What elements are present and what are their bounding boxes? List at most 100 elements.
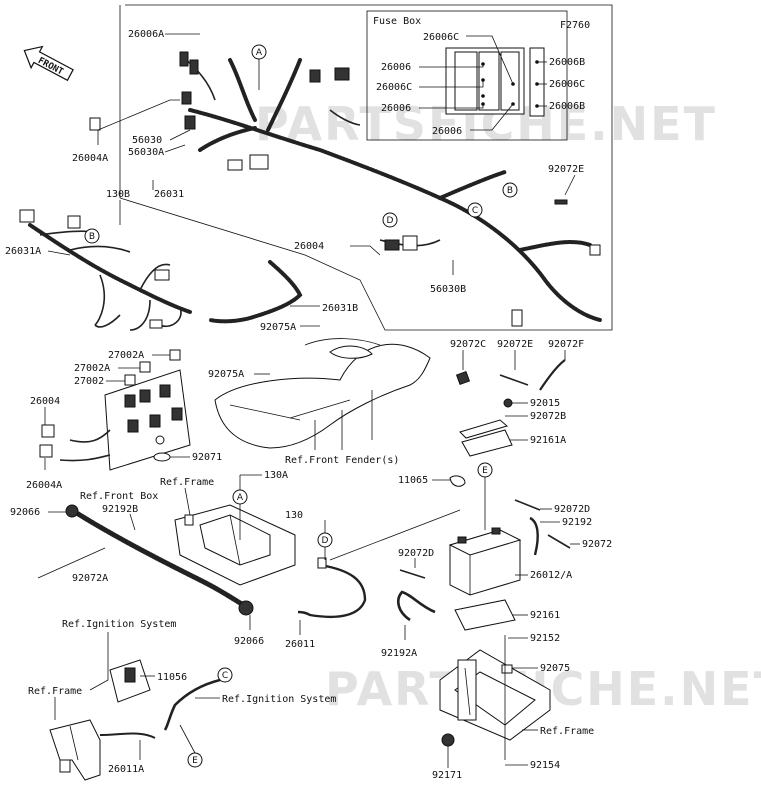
ref-frame-2: Ref.Frame bbox=[28, 686, 82, 697]
svg-text:A: A bbox=[237, 493, 244, 503]
cable-26011 bbox=[297, 563, 367, 619]
pad-92161 bbox=[454, 599, 516, 631]
label-26012: 26012/A bbox=[530, 570, 572, 581]
label-130: 130 bbox=[285, 510, 303, 521]
cable-92192b bbox=[72, 509, 248, 609]
label-11056: 11056 bbox=[157, 672, 187, 683]
label-92072d-b: 92072D bbox=[398, 548, 434, 559]
ref-frame-3: Ref.Frame bbox=[540, 726, 594, 737]
label-92066-a: 92066 bbox=[10, 507, 40, 518]
label-56030a: 56030A bbox=[128, 147, 164, 158]
callout-b-left: B bbox=[84, 228, 100, 244]
label-92072b: 92072B bbox=[530, 411, 566, 422]
label-92075a-1: 92075A bbox=[260, 322, 296, 333]
label-27002a: 27002A bbox=[108, 350, 144, 361]
label-92161a: 92161A bbox=[530, 435, 566, 446]
ref-front-box: Ref.Front Box bbox=[80, 491, 158, 502]
label-26004a-left: 26004A bbox=[26, 480, 62, 491]
label-92171: 92171 bbox=[432, 770, 462, 781]
bracket-11056 bbox=[109, 659, 151, 703]
label-27002a-b: 27002A bbox=[74, 363, 110, 374]
label-26031b: 26031B bbox=[322, 303, 358, 314]
label-26011a: 26011A bbox=[108, 764, 144, 775]
connector-26006a bbox=[179, 51, 189, 67]
label-27002: 27002 bbox=[74, 376, 104, 387]
battery-26012 bbox=[448, 527, 522, 596]
ref-frame-1: Ref.Frame bbox=[160, 477, 214, 488]
label-56030: 56030 bbox=[132, 135, 162, 146]
label-92071: 92071 bbox=[192, 452, 222, 463]
frame-section-lower bbox=[49, 719, 101, 781]
ref-ignition-2: Ref.Ignition System bbox=[222, 694, 336, 705]
main-harness-frame bbox=[119, 4, 613, 331]
figure-code: F2760 bbox=[560, 20, 590, 31]
cable-26011a bbox=[163, 678, 221, 731]
callout-e-mid: E bbox=[477, 462, 493, 478]
front-fender bbox=[214, 338, 431, 449]
label-92072a: 92072A bbox=[72, 573, 108, 584]
label-92072e: 92072E bbox=[497, 339, 533, 350]
main-harness bbox=[179, 54, 602, 322]
label-92072c: 92072C bbox=[450, 339, 486, 350]
label-92161: 92161 bbox=[530, 610, 560, 621]
battery-tray bbox=[439, 649, 551, 747]
label-92192: 92192 bbox=[562, 517, 592, 528]
front-box-panel bbox=[59, 369, 191, 471]
callout-d-top: D bbox=[382, 212, 398, 228]
front-arrow-icon: FRONT bbox=[23, 45, 74, 82]
label-92066-b: 92066 bbox=[234, 636, 264, 647]
fb-label-26006b-2: 26006B bbox=[549, 101, 585, 112]
fuse-block bbox=[445, 47, 545, 117]
label-92075: 92075 bbox=[540, 663, 570, 674]
label-92192a: 92192A bbox=[381, 648, 417, 659]
fb-label-26006c-1: 26006C bbox=[423, 32, 459, 43]
svg-text:C: C bbox=[222, 671, 228, 681]
fuse-box-frame bbox=[366, 10, 568, 141]
label-26004-left: 26004 bbox=[30, 396, 60, 407]
fb-label-26006-3: 26006 bbox=[432, 126, 462, 137]
label-92015: 92015 bbox=[530, 398, 560, 409]
svg-text:D: D bbox=[387, 216, 394, 226]
label-92072e-top: 92072E bbox=[548, 164, 584, 175]
ref-ignition-1: Ref.Ignition System bbox=[62, 619, 176, 630]
fb-label-26006c-2: 26006C bbox=[376, 82, 412, 93]
label-92072: 92072 bbox=[582, 539, 612, 550]
label-92072d-a: 92072D bbox=[554, 504, 590, 515]
callout-c-top: C bbox=[467, 202, 483, 218]
label-92072f: 92072F bbox=[548, 339, 584, 350]
label-26031a: 26031A bbox=[5, 246, 41, 257]
svg-text:B: B bbox=[89, 232, 95, 242]
connector-26004a-top bbox=[89, 117, 101, 131]
frame-section-a bbox=[174, 504, 296, 586]
label-26004-mid: 26004 bbox=[294, 241, 324, 252]
fb-label-26006c-3: 26006C bbox=[549, 79, 585, 90]
svg-text:D: D bbox=[322, 536, 329, 546]
label-92192b: 92192B bbox=[102, 504, 138, 515]
fuse-box-title: Fuse Box bbox=[373, 16, 421, 27]
label-56030b: 56030B bbox=[430, 284, 466, 295]
label-92154: 92154 bbox=[530, 760, 560, 771]
svg-text:C: C bbox=[472, 206, 478, 216]
label-11065: 11065 bbox=[398, 475, 428, 486]
callout-e-bottom: E bbox=[187, 752, 203, 768]
callout-a-top: A bbox=[251, 44, 267, 60]
callout-b-top: B bbox=[502, 182, 518, 198]
callout-d-mid: D bbox=[317, 532, 333, 548]
harness-26031b bbox=[208, 260, 303, 324]
label-26004a-top: 26004A bbox=[72, 153, 108, 164]
label-130b: 130B bbox=[106, 189, 130, 200]
ref-front-fender: Ref.Front Fender(s) bbox=[285, 455, 399, 466]
fb-label-26006b-1: 26006B bbox=[549, 57, 585, 68]
label-92075a-2: 92075A bbox=[208, 369, 244, 380]
callout-a-mid: A bbox=[232, 489, 248, 505]
svg-text:E: E bbox=[482, 466, 488, 476]
cap-92066 bbox=[238, 600, 254, 616]
svg-text:B: B bbox=[507, 186, 513, 196]
label-92152: 92152 bbox=[530, 633, 560, 644]
label-26006a: 26006A bbox=[128, 29, 164, 40]
svg-text:E: E bbox=[192, 756, 198, 766]
label-130a: 130A bbox=[264, 470, 288, 481]
fb-label-26006-2: 26006 bbox=[381, 103, 411, 114]
